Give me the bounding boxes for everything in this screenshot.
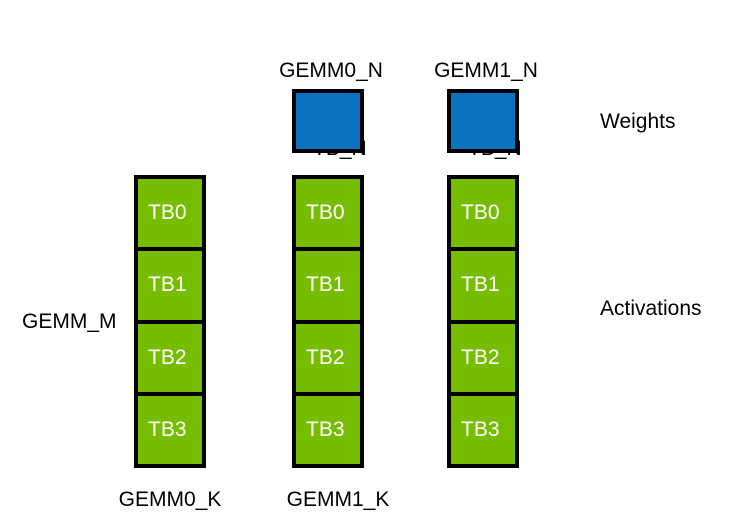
gemm1-k-label: GEMM1_K [286,488,390,511]
activation-cell: TB0 [292,175,364,252]
gemm0-n-label-line1: GEMM0_N [279,59,383,82]
activation-cell: TB2 [134,319,206,396]
gemm0-k-label: GEMM0_K [118,488,222,511]
weights-label: Weights [600,110,676,133]
activation-column-gemm1: TB0 TB1 TB2 TB3 [447,175,519,468]
activation-cell: TB3 [134,391,206,468]
activation-column-gemm_m: TB0 TB1 TB2 TB3 [134,175,206,468]
activation-cell: TB1 [134,247,206,324]
activation-cell: TB2 [447,319,519,396]
activation-cell: TB0 [447,175,519,252]
gemm-m-label: GEMM_M [22,310,117,333]
gemm1-n-label-line1: GEMM1_N [434,59,538,82]
activation-cell: TB0 [134,175,206,252]
activation-cell: TB1 [447,247,519,324]
weight-box-gemm0 [292,89,364,153]
weight-box-gemm1 [447,89,519,153]
activation-cell: TB3 [447,391,519,468]
activation-cell: TB1 [292,247,364,324]
activations-label: Activations [600,297,702,320]
activation-cell: TB3 [292,391,364,468]
activation-cell: TB2 [292,319,364,396]
activation-column-gemm0: TB0 TB1 TB2 TB3 [292,175,364,468]
